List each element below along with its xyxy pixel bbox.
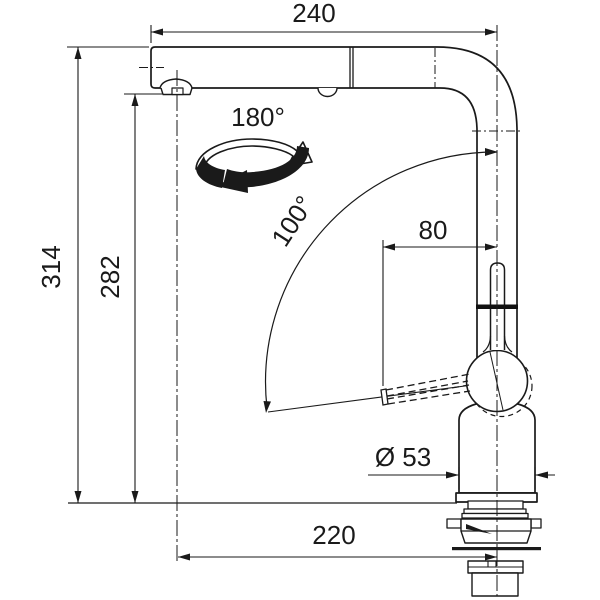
arc-arrow-top	[485, 148, 498, 156]
ball-joint-phantom	[470, 354, 533, 418]
shank-ring-1	[463, 508, 527, 515]
rotation-arrow-ccw	[216, 170, 248, 193]
faucet-outline	[150, 46, 542, 597]
shank	[467, 500, 524, 510]
label-180deg: 180°	[231, 102, 285, 132]
spout	[150, 46, 518, 414]
label-100deg: 100°	[265, 190, 319, 251]
mounting-nut-wing-right	[530, 518, 542, 529]
dim-282	[124, 93, 162, 503]
rod-flare-left	[482, 335, 492, 353]
rotation-band-left	[196, 156, 225, 188]
label-80: 80	[419, 215, 448, 245]
swing-arc-100	[263, 148, 498, 413]
handle-assembly	[380, 262, 533, 418]
aerator	[159, 78, 193, 89]
centerlines	[139, 25, 521, 596]
shank-ring-2	[461, 512, 529, 519]
dim-220	[178, 553, 497, 561]
mounting-nut-wedge	[466, 524, 492, 534]
lever-phantom	[380, 373, 471, 406]
spray-button	[317, 87, 338, 98]
rotation-symbol-180	[195, 138, 313, 193]
mounting-plate	[452, 547, 541, 551]
dim-240	[150, 25, 497, 43]
tail-pipe	[471, 572, 519, 597]
mounting-nut-wing-left	[446, 518, 462, 529]
dimensions	[67, 25, 555, 561]
rotation-arrow-cw	[195, 138, 313, 170]
dim-53	[368, 467, 555, 489]
rod-flare-right	[503, 335, 513, 353]
label-314: 314	[36, 245, 66, 288]
dim-314	[67, 46, 149, 503]
arc-arrow-bottom	[263, 401, 271, 413]
label-282: 282	[95, 255, 125, 298]
label-220: 220	[312, 520, 355, 550]
label-240: 240	[292, 0, 335, 28]
lever-end-cap	[380, 388, 389, 406]
dim-80	[382, 240, 497, 386]
label-diameter-53: Ø 53	[375, 442, 431, 472]
